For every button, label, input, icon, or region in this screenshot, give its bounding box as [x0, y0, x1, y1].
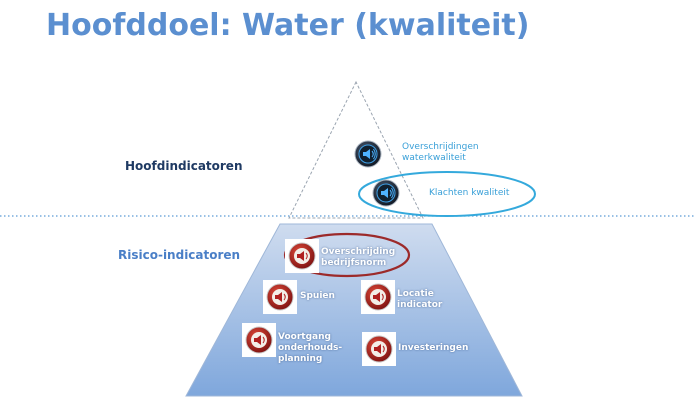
speaker-icon-spuien: [263, 280, 297, 314]
indicator-label-locatie: Locatie indicator: [397, 289, 442, 311]
speaker-icon-investeringen: [362, 332, 396, 366]
indicator-label-overschrijdingen: Overschrijdingen waterkwaliteit: [402, 142, 479, 164]
section-label-risico-indicatoren: Risico-indicatoren: [118, 248, 241, 262]
indicator-label-investeringen: Investeringen: [398, 343, 468, 354]
label-line: waterkwaliteit: [402, 153, 466, 163]
label-line: Locatie: [397, 289, 434, 299]
speaker-icon-locatie: [361, 280, 395, 314]
label-line: Voortgang: [278, 332, 331, 342]
label-line: Overschrijdingen: [402, 142, 479, 152]
label-line: Overschrijding: [321, 247, 396, 257]
label-line: bedrijfsnorm: [321, 258, 387, 268]
indicator-label-spuien: Spuien: [300, 291, 335, 302]
speaker-icon-overschrijdingen: [354, 140, 382, 168]
page-title: Hoofddoel: Water (kwaliteit): [46, 8, 530, 43]
section-label-hoofdindicatoren: Hoofdindicatoren: [125, 159, 243, 173]
label-line: planning: [278, 354, 323, 364]
indicator-label-klachten: Klachten kwaliteit: [429, 188, 509, 199]
label-line: Klachten kwaliteit: [429, 188, 510, 198]
indicator-label-bedrijfsnorm: Overschrijding bedrijfsnorm: [321, 247, 395, 269]
label-line: onderhouds-: [278, 343, 343, 353]
label-line: indicator: [397, 300, 443, 310]
highlight-ellipse-klachten: [358, 171, 536, 217]
label-line: Investeringen: [398, 343, 469, 353]
label-line: Spuien: [300, 291, 335, 301]
speaker-icon-bedrijfsnorm: [285, 239, 319, 273]
speaker-icon-voortgang: [242, 323, 276, 357]
speaker-icon-klachten: [372, 179, 400, 207]
indicator-label-voortgang: Voortgang onderhouds- planning: [278, 332, 342, 365]
